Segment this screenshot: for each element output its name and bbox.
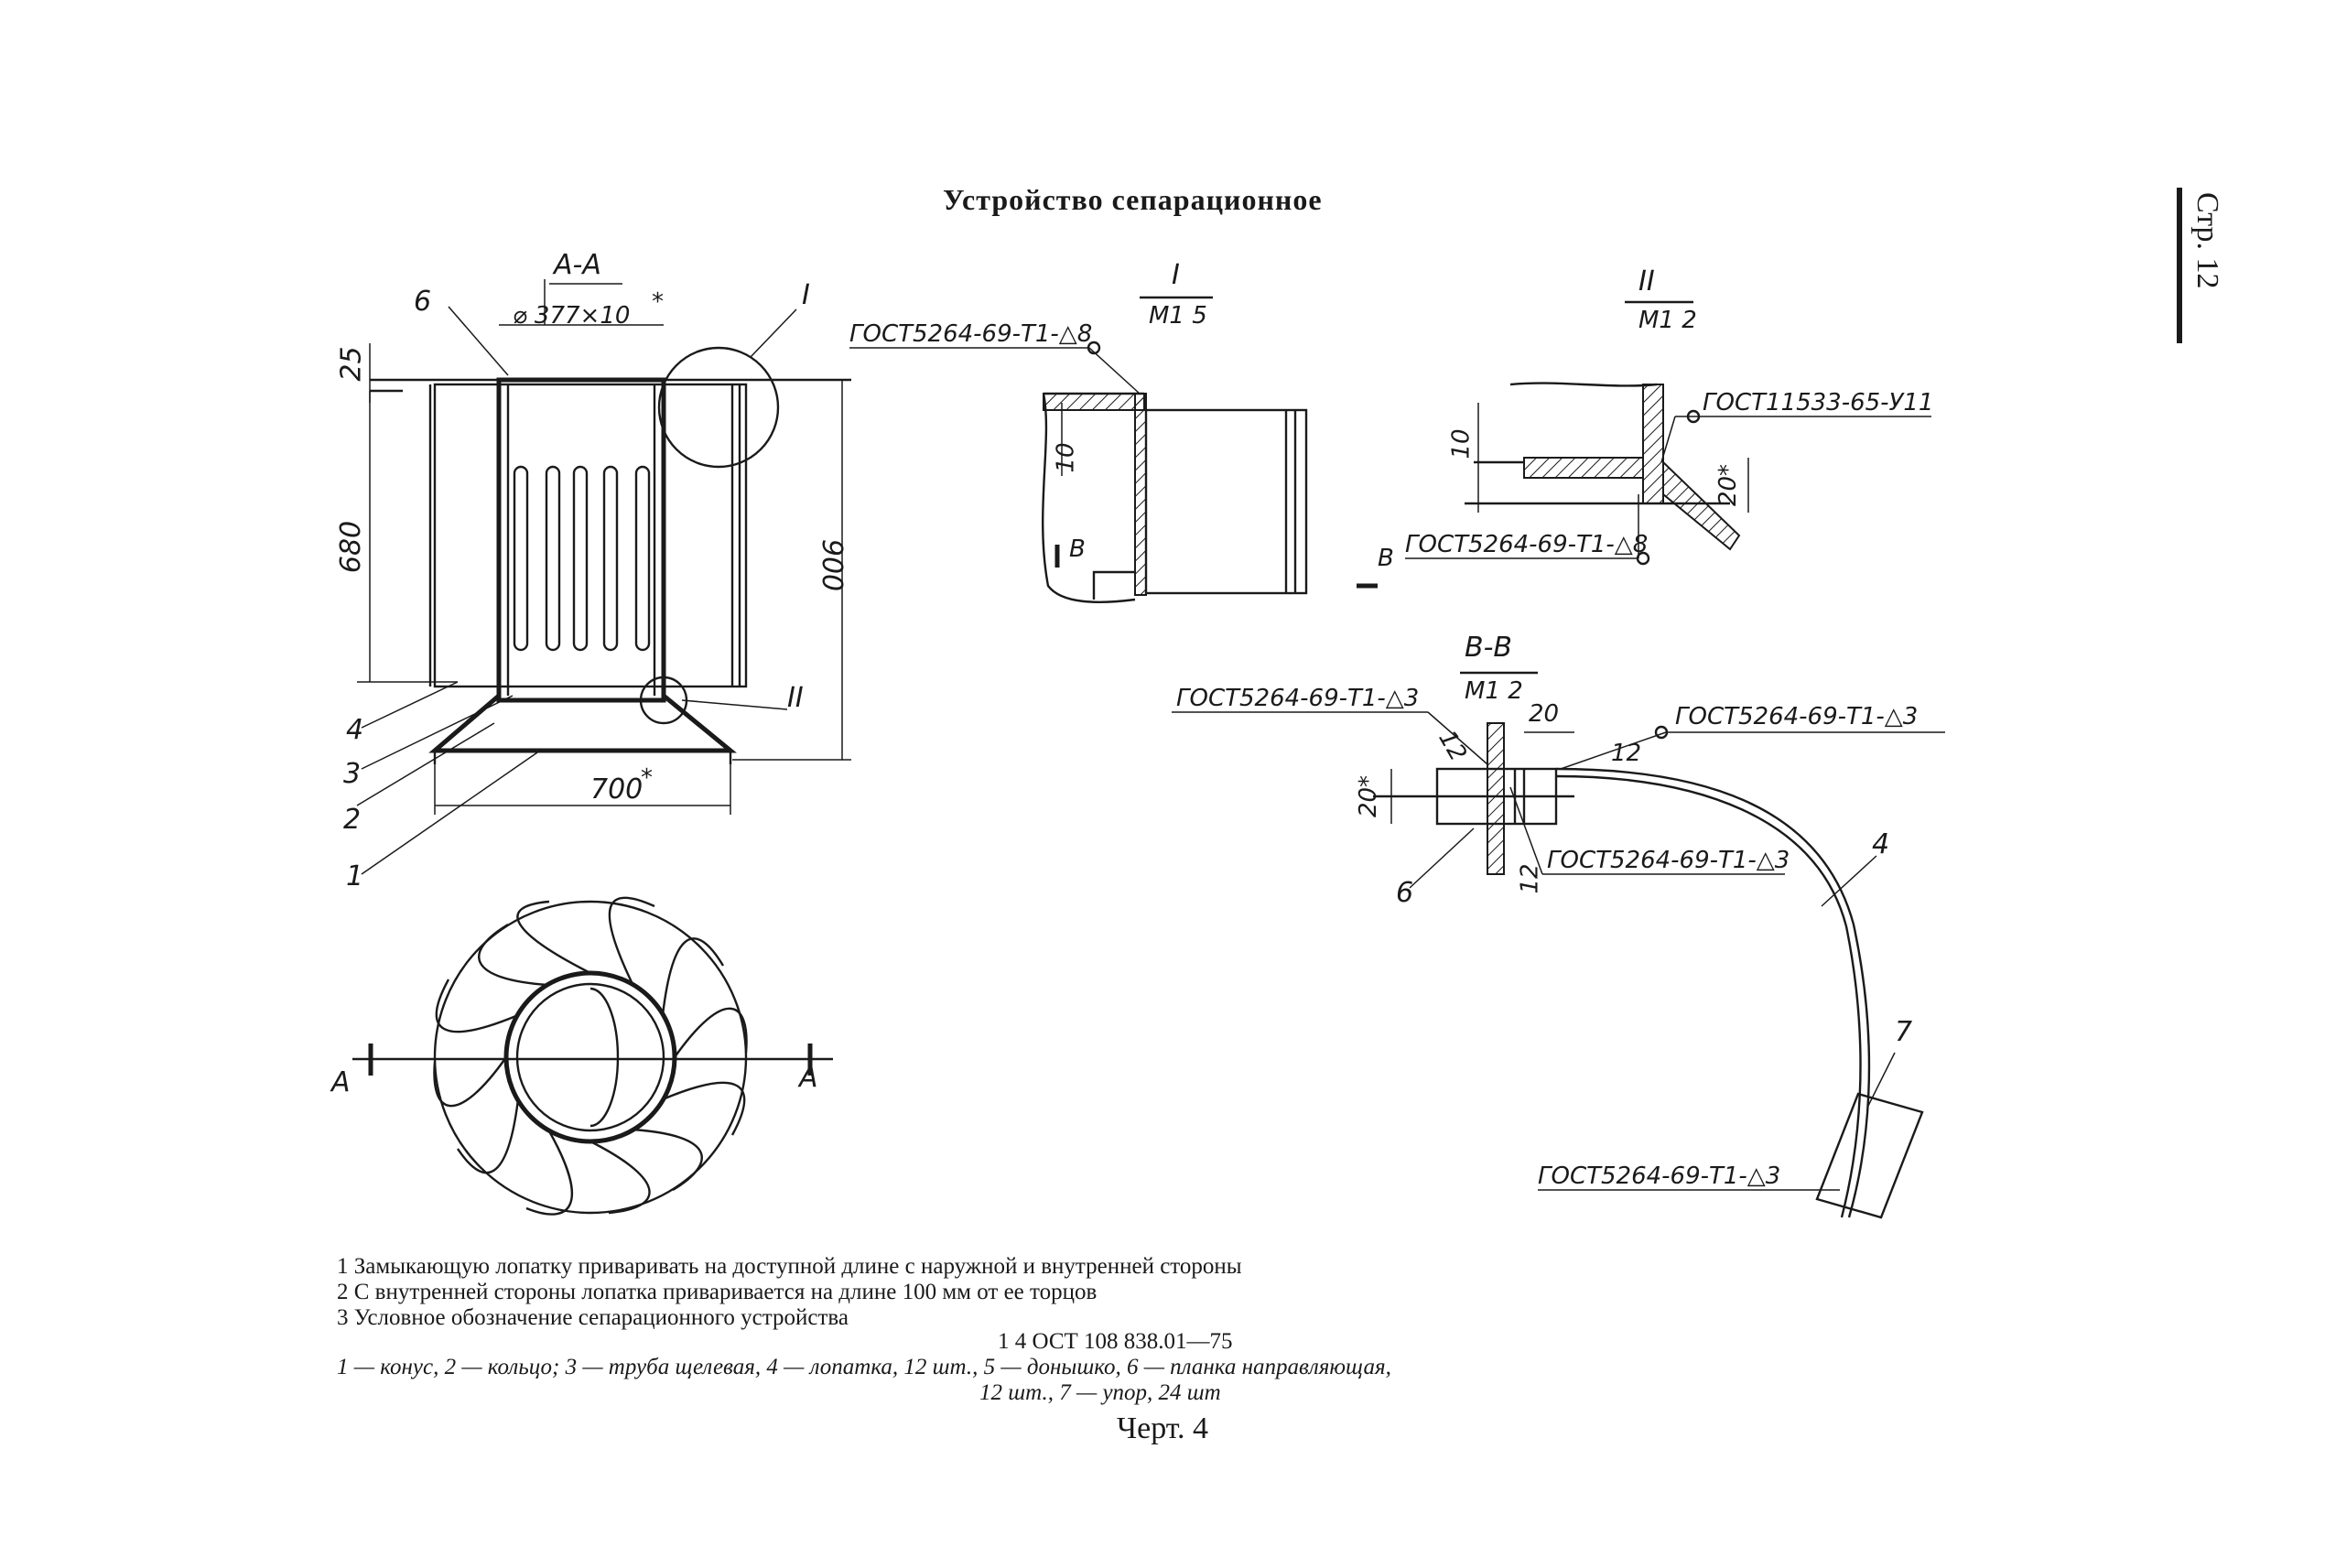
dim-700-star: * [641,764,653,792]
detail-ii-weld-bottom: ГОСТ5264-69-Т1-△8 [1405,531,1649,558]
detail-i-marker: I [802,279,810,311]
legend-line-1: 1 — конус, 2 — кольцо; 3 — труба щелевая… [337,1355,1391,1379]
section-bb-callout-4: 4 [1872,828,1890,860]
section-bb-dim-20: 20 [1529,700,1560,728]
detail-i-weld: ГОСТ5264-69-Т1-△8 [849,320,1093,348]
section-bb-dim-20-side: 20* [1355,774,1383,818]
callout-6-aa: 6 [414,286,432,318]
note-3: 3 Условное обозначение сепарационного ус… [337,1305,849,1330]
detail-i-dim-10: 10 [1052,442,1080,473]
figure-caption: Черт. 4 [1117,1411,1209,1445]
section-bb-dim-12-low: 12 [1516,863,1544,894]
detail-i-section-b: В [1069,535,1086,563]
section-bb-weld-right: ГОСТ5264-69-Т1-△3 [1675,703,1919,730]
diameter-dimension: ⌀ 377×10 [513,302,631,330]
designation: 1 4 ОСТ 108 838.01—75 [998,1329,1233,1354]
detail-ii-scale: М1 2 [1638,307,1697,334]
detail-ii-weld-top: ГОСТ11533-65-У11 [1703,389,1934,416]
dim-700: 700 [590,773,643,806]
page-title: Устройство сепарационное [943,183,1323,216]
note-1: 1 Замыкающую лопатку приваривать на дост… [337,1254,1242,1279]
section-bb-title: В-В [1465,632,1512,664]
plan-view [352,896,833,1216]
detail-i-view [849,296,1308,603]
detail-ii-view [1357,300,1931,589]
section-bb-callout-6: 6 [1396,877,1414,909]
detail-i-scale: М1 5 [1149,302,1207,330]
detail-ii-marker: II [787,682,804,714]
diameter-star: * [652,288,664,316]
section-aa-view [356,279,851,875]
section-bb-view [1172,671,1945,1219]
section-aa-title: А-А [554,249,601,281]
section-bb-weld-bottom: ГОСТ5264-69-Т1-△3 [1538,1162,1781,1190]
detail-i-title: I [1172,259,1180,291]
dim-680: 680 [335,520,368,574]
page-number-rule [2177,188,2182,343]
section-bb-weld-mid: ГОСТ5264-69-Т1-△3 [1547,847,1790,874]
callout-2-aa: 2 [343,804,362,836]
detail-ii-dim-20: 20* [1714,463,1743,507]
section-mark-right: А [799,1062,818,1094]
callout-1-aa: 1 [346,860,364,892]
callout-3-aa: 3 [343,758,362,790]
note-2: 2 С внутренней стороны лопатка приварива… [337,1280,1098,1304]
section-bb-weld-left: ГОСТ5264-69-Т1-△3 [1176,685,1420,712]
dim-25: 25 [335,346,368,382]
detail-ii-dim-10: 10 [1447,428,1476,460]
detail-ii-section-b: В [1378,545,1394,572]
callout-4-aa: 4 [346,714,364,746]
legend-line-2: 12 шт., 7 — упор, 24 шт [979,1380,1221,1405]
detail-ii-title: II [1638,265,1655,297]
section-mark-left: А [331,1066,351,1098]
section-bb-dim-12-right: 12 [1611,740,1642,767]
section-bb-callout-7: 7 [1895,1016,1913,1048]
section-bb-scale: М1 2 [1465,677,1523,705]
dim-900: 900 [816,538,849,592]
